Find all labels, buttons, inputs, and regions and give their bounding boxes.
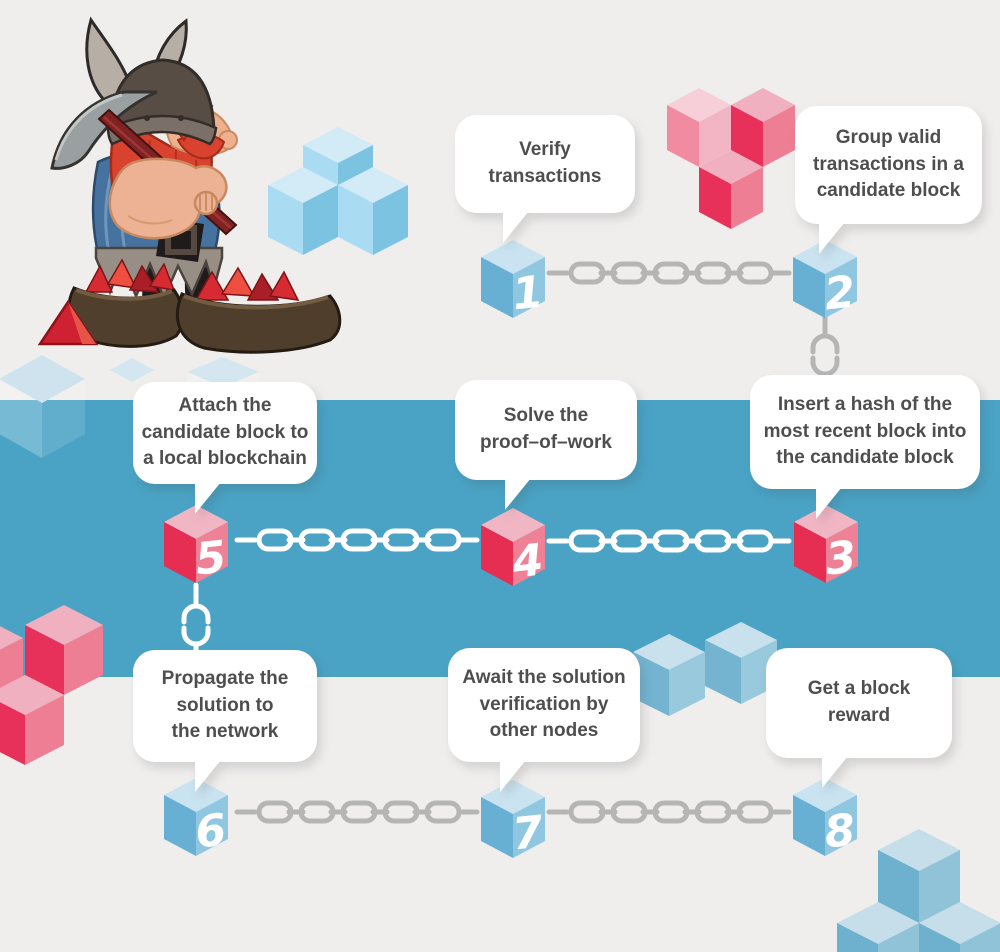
step-3-label: Insert a hash of the most recent block i…	[763, 393, 967, 469]
step-number-3: 3	[823, 532, 859, 586]
blue-cube-cluster-bottom-right	[837, 829, 1000, 952]
pink-cube-cluster-left	[0, 605, 103, 765]
step-4-bubble: Solve the proof–of–work	[455, 380, 637, 510]
step-number-5: 5	[193, 532, 229, 586]
step-cube-3: 3	[794, 505, 859, 585]
gem-bags	[67, 258, 342, 354]
vertical-chain-2-3	[810, 313, 840, 383]
ruby-gem-icon	[37, 299, 99, 346]
step-cube-4: 4	[481, 508, 546, 589]
step-number-1: 1	[510, 267, 546, 321]
step-2-bubble: Group valid transactions in a candidate …	[795, 106, 982, 254]
pink-cube-cluster-top-right	[667, 88, 795, 229]
step-6-bubble: Propagate the solution to the network	[133, 650, 317, 792]
step-cube-8: 8	[793, 778, 858, 858]
viking-arm	[108, 157, 228, 240]
blue-cube-pair-middle	[633, 622, 777, 716]
blue-cube-cluster-top	[268, 127, 408, 255]
gem-pile-left	[84, 258, 176, 293]
step-8-bubble: Get a block reward	[766, 648, 952, 788]
step-1-bubble: Verify transactions	[455, 115, 635, 243]
step-5-label: Attach the candidate block to a local bl…	[141, 394, 309, 470]
step-4-label: Solve the proof–of–work	[480, 405, 612, 453]
step-1-label: Verify transactions	[488, 139, 602, 187]
viking-miner-illustration	[37, 16, 342, 354]
step-6-label: Propagate the solution to the network	[161, 667, 289, 743]
step-5-bubble: Attach the candidate block to a local bl…	[133, 382, 317, 514]
step-3-bubble: Insert a hash of the most recent block i…	[750, 375, 980, 519]
step-cube-1: 1	[481, 240, 546, 320]
step-number-6: 6	[193, 805, 229, 859]
step-number-2: 2	[822, 267, 858, 321]
step-cube-7: 7	[481, 780, 546, 860]
step-number-4: 4	[509, 535, 546, 589]
pickaxe-head	[50, 90, 158, 170]
step-cube-2: 2	[793, 240, 858, 320]
step-8-label: Get a block reward	[807, 678, 911, 726]
step-number-7: 7	[510, 807, 546, 861]
step-7-bubble: Await the solution verification by other…	[448, 648, 640, 792]
step-7-label: Await the solution verification by other…	[462, 666, 626, 742]
step-number-8: 8	[822, 805, 858, 859]
step-2-label: Group valid transactions in a candidate …	[813, 126, 964, 202]
step-cube-5: 5	[164, 505, 229, 585]
gem-pile-right	[194, 266, 300, 301]
